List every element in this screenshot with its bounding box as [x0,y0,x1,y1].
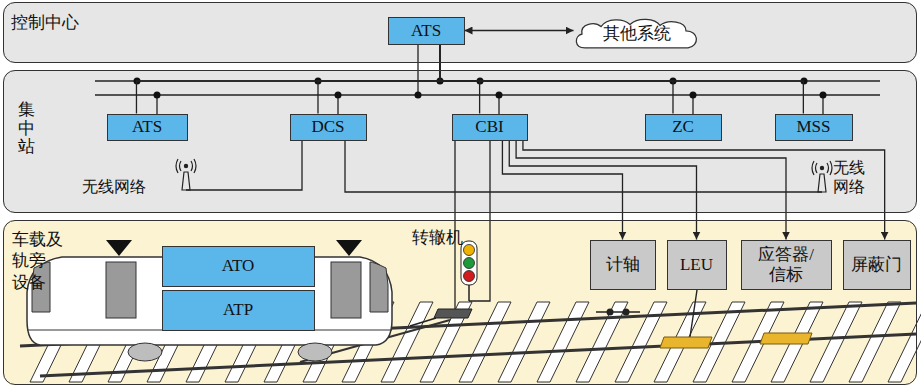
connector [509,141,696,240]
switch-machine [434,309,472,318]
connector [440,45,804,114]
system-box: DCS [290,114,367,141]
bus-dot [820,92,827,99]
box-label: MSS [796,117,830,137]
band-title: 集中站 [18,101,35,157]
antenna-tip [184,164,187,167]
box-label: CBI [475,117,503,137]
cab-window [370,262,388,312]
connector [440,45,673,114]
band-fill [3,220,917,385]
network-label: 无线网络 [82,177,146,196]
external-cloud: 其他系统 [573,18,701,50]
box-label: DCS [311,117,344,137]
box-label: 其他系统 [603,22,671,45]
axle-counter-sensor [607,309,614,316]
network-label: 无线 网络 [833,158,866,196]
axle-counter-symbol [596,311,640,312]
antenna-waves [176,159,196,173]
bus-dot [415,92,422,99]
onboard-box: ATP [162,290,315,331]
door-window [331,262,361,318]
connector [516,141,786,240]
box-label: 计轴 [606,255,640,275]
track-tie [498,302,550,382]
bus-line [95,94,880,95]
switch-wire [454,141,455,309]
box-label: ATO [222,256,255,276]
onboard-box: ATO [162,246,315,287]
band-fill [3,2,917,63]
track-tie [576,302,628,382]
antenna-icon [176,159,196,190]
band-title: 控制中心 [11,12,79,33]
antenna-mast [182,172,190,190]
signal-lamp-green [464,258,475,269]
system-box: MSS [775,114,853,141]
track-tie [849,302,901,382]
pantograph [336,240,362,256]
band-fill [3,70,917,213]
connector [465,30,574,31]
axle-counter-sensor [623,309,630,316]
device-label: 转辙机 [412,228,429,248]
box-label: ATP [223,300,253,320]
radio-wire [186,141,302,190]
track-tie [810,302,862,382]
bus-dot [154,92,161,99]
balise [760,333,812,344]
antenna-icon [812,161,832,192]
switch-rod [410,318,436,326]
pantograph [106,240,132,256]
connector [440,45,480,114]
box-label: ZC [672,117,694,137]
balise [660,337,712,348]
antenna-mast [818,174,826,192]
track-tie [420,302,472,382]
leu-balise-cable [690,290,697,337]
track-tie [537,302,589,382]
door-window [106,262,136,318]
bus-dot [690,92,697,99]
region-band: 车载及 轨旁 设备 ATO ATP 计轴 LEU 应答器/ 信标 屏蔽门 [3,220,917,385]
box-label: ATS [411,21,441,41]
trackside-box: LEU [667,240,727,290]
system-box: ATS [388,17,465,45]
trackside-box: 屏蔽门 [843,240,911,290]
wheel [128,343,162,361]
box-label: 屏蔽门 [851,255,902,275]
connector [523,141,885,240]
box-label: 应答器/ 信标 [747,245,826,284]
bus-dot [496,92,503,99]
band-title: 车载及 轨旁 设备 [12,229,70,293]
signal-head [461,241,477,285]
system-box: ZC [645,114,722,141]
box-label: ATS [132,117,162,137]
wheel [298,343,332,361]
region-band: 控制中心 ATS 其他系统 [3,2,917,63]
antenna-waves [812,161,832,175]
connector [318,45,440,114]
system-box: CBI [452,114,528,141]
cloud-shape [576,19,696,48]
connector [502,141,622,240]
box-label: LEU [680,255,713,275]
antenna-tip [820,166,823,169]
signal-lamp-red [464,271,475,282]
system-box: ATS [107,114,188,141]
signal-lamp-yellow [464,245,475,256]
trackside-box: 计轴 [590,240,656,290]
bus-dot [335,92,342,99]
connector [136,45,439,114]
trackside-box: 应答器/ 信标 [741,240,832,290]
